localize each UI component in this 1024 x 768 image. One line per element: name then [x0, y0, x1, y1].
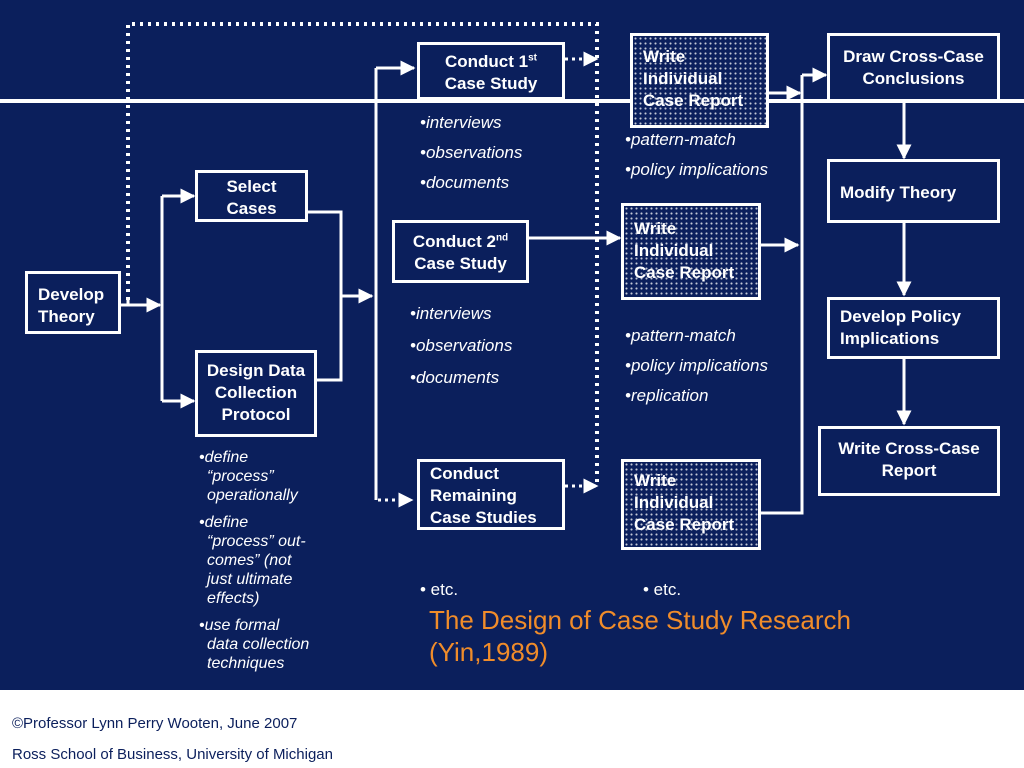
list-item: •documents [410, 368, 500, 387]
list-item: •policy implications [625, 160, 768, 179]
develop-policy-box: Develop Policy Implications [827, 297, 1000, 359]
write-cross-report-line1: Write Cross-Case [838, 439, 980, 458]
conduct-case1-main: Conduct 1 [444, 52, 529, 71]
select-cases-line1: Select [226, 177, 277, 196]
conduct-case2-sup: nd [495, 232, 509, 244]
conduct-remaining-box: Conduct Remaining Case Studies [417, 459, 565, 530]
list-item: •observations [420, 143, 523, 162]
develop-theory-line2: Theory [38, 307, 95, 326]
design-protocol-line1: Design Data [206, 361, 306, 380]
report1-bullets: •pattern-match •policy implications [625, 125, 768, 185]
develop-policy-line2: Implications [840, 329, 940, 348]
write-report3-line2: Individual [634, 493, 714, 512]
report2-bullets: •pattern-match •policy implications •rep… [625, 321, 768, 411]
select-cases-line2: Cases [226, 199, 277, 218]
conduct-case2-line1: Conduct 2nd [395, 231, 526, 253]
feedback-dotted-path [126, 22, 599, 486]
case1-bullets: •interviews •observations •documents [420, 108, 522, 198]
develop-theory-line1: Develop [38, 285, 105, 304]
conduct-remaining-line3: Case Studies [430, 508, 537, 527]
modify-theory-line1: Modify Theory [840, 183, 957, 202]
write-cross-report-box: Write Cross-Case Report [818, 426, 1000, 496]
write-cross-report-line2: Report [881, 461, 937, 480]
protocol-notes: •define “process” operationally •define … [199, 448, 309, 673]
conduct-case2-line2: Case Study [414, 254, 507, 273]
design-protocol-box: Design Data Collection Protocol [195, 350, 317, 437]
write-report3-box: Write Individual Case Report [621, 459, 761, 550]
conduct-case2-box: Conduct 2nd Case Study [392, 220, 529, 283]
list-item: •define “process” operationally [199, 449, 298, 504]
design-protocol-line3: Protocol [221, 405, 291, 424]
case2-bullets: •interviews •observations •documents [410, 298, 512, 394]
list-item: •policy implications [625, 356, 768, 375]
write-report1-line1: Write [643, 47, 686, 66]
conduct-case1-line1: Conduct 1st [420, 51, 562, 73]
write-report2-line1: Write [634, 219, 677, 238]
list-item: •replication [625, 386, 709, 405]
write-report3-line3: Case Report [634, 515, 735, 534]
diagram-slide: Develop Theory Select Cases Design Data … [0, 0, 1024, 690]
slide-title-line2: (Yin,1989) [429, 637, 548, 667]
conduct-case1-box: Conduct 1st Case Study [417, 42, 565, 100]
etc-left: • etc. [420, 580, 459, 599]
select-cases-box: Select Cases [195, 170, 308, 222]
write-report1-box: Write Individual Case Report [630, 33, 769, 128]
footer-institution: Ross School of Business, University of M… [12, 746, 333, 763]
list-item: •observations [410, 336, 513, 355]
list-item: •pattern-match [625, 326, 736, 345]
write-report1-line3: Case Report [643, 91, 744, 110]
draw-conclusions-box: Draw Cross-Case Conclusions [827, 33, 1000, 102]
list-item: •use formal data collection techniques [199, 617, 310, 672]
design-protocol-line2: Collection [214, 383, 298, 402]
etc-right: • etc. [643, 580, 682, 599]
write-report3-line1: Write [634, 471, 677, 490]
footer: ©Professor Lynn Perry Wooten, June 2007 … [0, 690, 1024, 768]
footer-copyright: ©Professor Lynn Perry Wooten, June 2007 [12, 715, 298, 732]
list-item: •define “process” out- comes” (not just … [199, 514, 306, 607]
report3-collect [760, 75, 804, 515]
conduct-remaining-line1: Conduct [430, 464, 499, 483]
write-report1-line2: Individual [643, 69, 723, 88]
slide-title: The Design of Case Study Research (Yin,1… [429, 604, 851, 668]
list-item: •interviews [410, 304, 492, 323]
write-report2-box: Write Individual Case Report [621, 203, 761, 300]
slide-title-line1: The Design of Case Study Research [429, 605, 851, 635]
draw-conclusions-line2: Conclusions [862, 69, 965, 88]
write-report2-line3: Case Report [634, 263, 735, 282]
draw-conclusions-line1: Draw Cross-Case [843, 47, 984, 66]
conduct-case2-main: Conduct 2 [412, 232, 496, 251]
modify-theory-box: Modify Theory [827, 159, 1000, 223]
write-report2-line2: Individual [634, 241, 714, 260]
develop-theory-box: Develop Theory [25, 271, 121, 334]
list-item: •documents [420, 173, 510, 192]
list-item: •pattern-match [625, 130, 736, 149]
list-item: •interviews [420, 113, 502, 132]
conduct-case1-line2: Case Study [444, 74, 538, 93]
develop-policy-line1: Develop Policy [840, 307, 961, 326]
conduct-case1-sup: st [528, 52, 537, 64]
conduct-remaining-line2: Remaining [430, 486, 517, 505]
